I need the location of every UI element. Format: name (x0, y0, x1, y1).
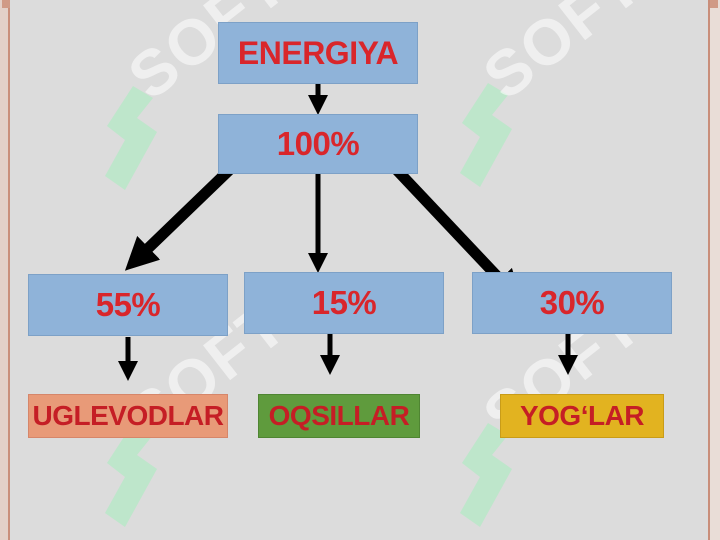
watermark-logo-icon (460, 83, 512, 187)
watermark-logo-icon (105, 423, 157, 527)
branch-percent-node-30: 30% (472, 272, 672, 334)
uglevodlar-node: UGLEVODLAR (28, 394, 228, 438)
branch-percent-node-55: 55% (28, 274, 228, 336)
total-percent-node: 100% (218, 114, 418, 174)
watermark-logo-icon (460, 423, 512, 527)
slide-right-border (708, 0, 720, 540)
branch-percent-node-15: 15% (244, 272, 444, 334)
slide-corner-top-right (710, 0, 718, 8)
oqsillar-node: OQSILLAR (258, 394, 420, 438)
yoglar-node: YOG‘LAR (500, 394, 664, 438)
slide-left-border (0, 0, 10, 540)
watermark-logo-icon (105, 86, 157, 190)
slide-corner-top-left (2, 0, 10, 8)
energiya-node: ENERGIYA (218, 22, 418, 84)
